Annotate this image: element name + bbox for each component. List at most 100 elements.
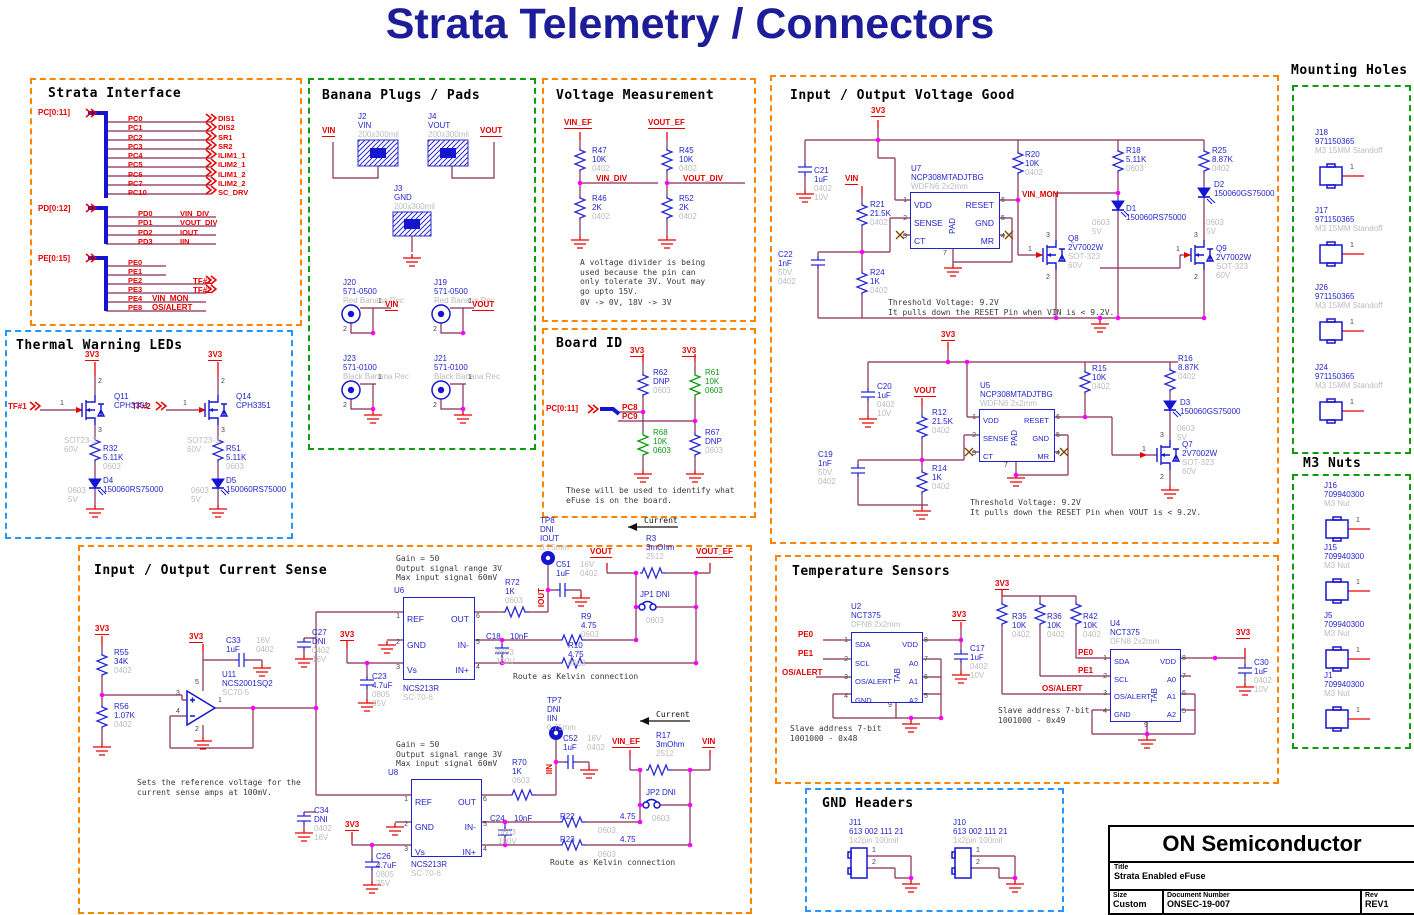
net-3v3: 3V3 (941, 330, 956, 341)
offpage-chevron-icons (29, 108, 599, 414)
title-voltage-measurement: Voltage Measurement (556, 88, 715, 103)
q7-pin2: 2 (1160, 474, 1164, 481)
opamp-symbol (186, 690, 216, 726)
pad-symbols (357, 139, 469, 237)
net-3v3: 3V3 (345, 820, 360, 831)
header-symbols (847, 847, 972, 879)
title-gnd-headers: GND Headers (822, 796, 914, 811)
label-r23: R23 (560, 835, 575, 844)
q11-pin2: 2 (98, 378, 102, 385)
net-pc9: PC9 (622, 412, 638, 421)
ic-u7 (910, 192, 1000, 249)
net-iout: IOUT (537, 588, 546, 608)
net-os-alert: OS/ALERT (1042, 684, 1083, 693)
label-r23-value: 4.75 (620, 835, 636, 844)
u5-pad-pin: PAD (1010, 430, 1019, 446)
company-name: ON Semiconductor (1110, 827, 1414, 863)
jumper-symbols (638, 600, 661, 809)
net-vout-div: VOUT_DIV (683, 174, 724, 183)
label-u6: U6 (394, 586, 405, 595)
title-current-sense: Input / Output Current Sense (94, 563, 328, 578)
u4-tab-pin: TAB (1150, 688, 1159, 703)
net-pe-bus: PE[0:15] (38, 254, 71, 263)
title-mounting-holes: Mounting Holes (1291, 63, 1408, 78)
title-board-id: Board ID (556, 336, 623, 351)
j23-pin1: 1 (378, 374, 382, 381)
j10-pin1: 1 (976, 847, 980, 854)
j10-pin2: 2 (976, 859, 980, 866)
title-voltage-good: Input / Output Voltage Good (790, 88, 1015, 103)
rev-label: Rev (1365, 892, 1378, 899)
page-title: Strata Telemetry / Connectors (385, 0, 995, 48)
ic-u6 (403, 597, 475, 680)
title-label: Title (1114, 864, 1129, 871)
u7-pad-number: 7 (943, 250, 947, 257)
q8-pin3: 3 (1046, 232, 1050, 239)
label-current: Current (644, 516, 678, 525)
j21-pin1: 1 (468, 374, 472, 381)
label-c24: C24 (490, 814, 505, 823)
net-vin-mon: VIN_MON (1022, 190, 1059, 199)
net-vin: VIN (845, 174, 859, 185)
net-pe1: PE1 (1078, 666, 1094, 675)
ic-u2 (851, 632, 923, 703)
label-r22: R22 (560, 812, 575, 821)
j11-pin2: 2 (872, 859, 876, 866)
net-3v3: 3V3 (340, 630, 355, 641)
pin-1: 1 (1356, 517, 1360, 524)
label-r23-pkg: 0603 (598, 850, 616, 859)
docnum-value: ONSEC-19-007 (1167, 899, 1231, 909)
net-3v3: 3V3 (85, 350, 100, 361)
title-m3-nuts: M3 Nuts (1303, 456, 1362, 471)
net-os-alert: OS/ALERT (152, 303, 193, 312)
net-iin: IIN (545, 764, 554, 775)
mount-hole-symbols (1319, 163, 1349, 732)
